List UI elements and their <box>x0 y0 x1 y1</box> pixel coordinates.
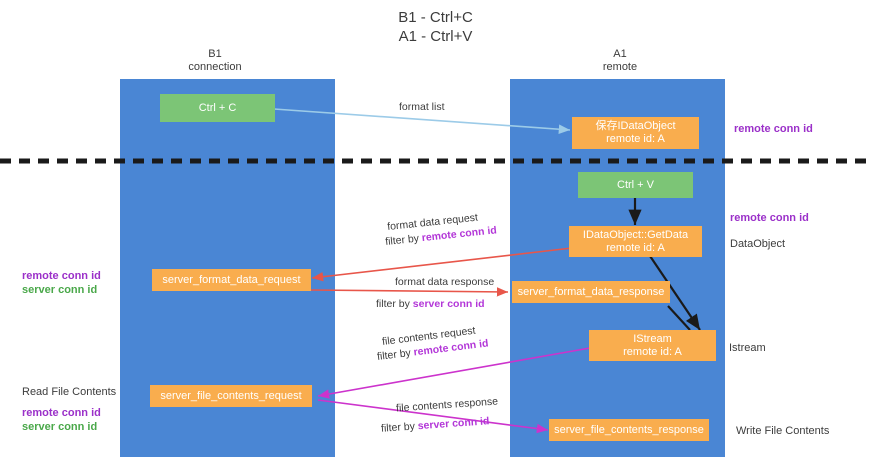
label-read-file-contents-group: Read File Contents remote conn id server… <box>22 385 116 434</box>
label-remote-conn-id-top: remote conn id <box>734 122 813 136</box>
edge-label-format-data-response: format data response <box>395 276 495 288</box>
right-column-header: A1 remote <box>602 48 638 73</box>
filter-prefix-2: filter by <box>376 298 413 310</box>
node-istream[interactable]: IStream remote id: A <box>589 330 716 361</box>
edge-label-format-list: format list <box>399 101 445 113</box>
filter-prefix-1: filter by <box>384 232 423 249</box>
left-server-conn-id-2: server conn id <box>22 421 98 433</box>
node-server-file-contents-response[interactable]: server_file_contents_response <box>549 419 709 441</box>
read-file-contents-text: Read File Contents <box>22 386 117 398</box>
remote-conn-id-text: remote conn id <box>734 123 813 135</box>
left-server-conn-id: server conn id <box>22 284 98 296</box>
node-save-idataobject[interactable]: 保存IDataObject remote id: A <box>572 117 699 149</box>
filter-key-4: server conn id <box>417 415 490 433</box>
edge-label-format-data-response-filter: filter by server conn id <box>376 298 485 311</box>
left-remote-conn-id: remote conn id <box>22 270 101 282</box>
node-ctrl-v[interactable]: Ctrl + V <box>578 172 693 198</box>
edge-label-file-contents-response: file contents response <box>395 395 499 415</box>
filter-prefix-4: filter by <box>380 420 419 435</box>
left-remote-conn-id-2: remote conn id <box>22 407 101 419</box>
node-idataobject-getdata[interactable]: IDataObject::GetData remote id: A <box>569 226 702 257</box>
page-title: B1 - Ctrl+C A1 - Ctrl+V <box>398 9 473 45</box>
edge-label-file-contents-response-filter: filter by server conn id <box>381 415 490 436</box>
node-server-format-data-response[interactable]: server_format_data_response <box>512 281 670 303</box>
filter-key-2: server conn id <box>412 298 485 310</box>
label-istream: Istream <box>729 342 766 354</box>
arrow-format-data-response <box>309 287 509 297</box>
label-conn-ids-format: remote conn id server conn id <box>22 269 101 297</box>
node-ctrl-c[interactable]: Ctrl + C <box>160 94 275 122</box>
remote-conn-id-text-2: remote conn id <box>730 212 809 224</box>
node-server-file-contents-request[interactable]: server_file_contents_request <box>150 385 312 407</box>
node-server-format-data-request[interactable]: server_format_data_request <box>152 269 311 291</box>
label-remote-conn-id-mid: remote conn id <box>730 211 809 225</box>
label-write-file-contents: Write File Contents <box>736 425 830 437</box>
left-column-header: B1 connection <box>188 48 242 73</box>
label-dataobject: DataObject <box>730 238 786 250</box>
